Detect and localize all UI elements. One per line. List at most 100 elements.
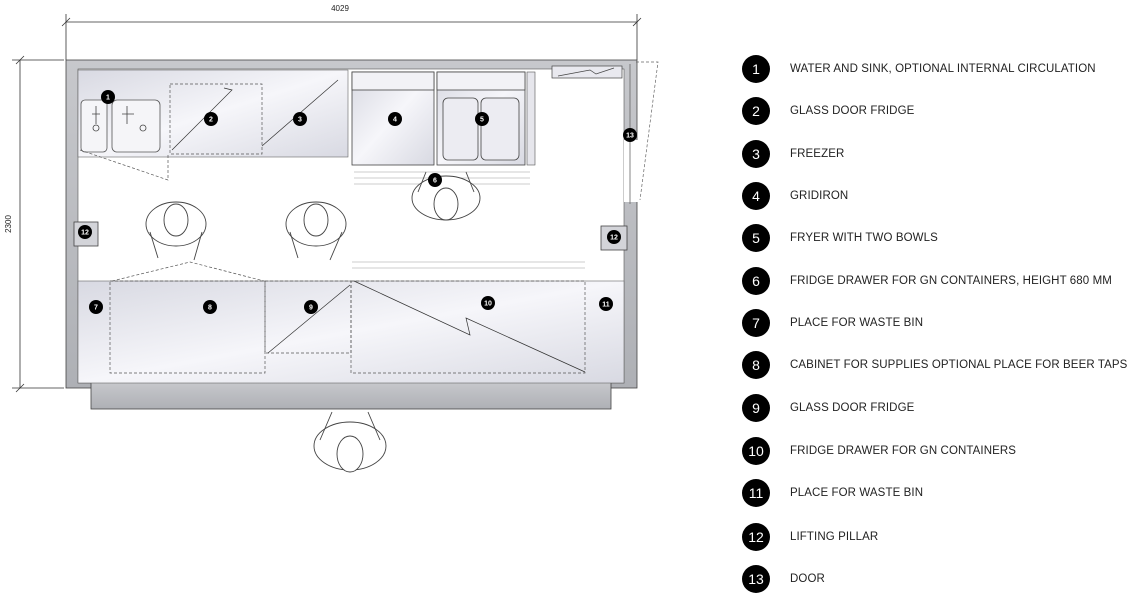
legend-label: CABINET FOR SUPPLIES OPTIONAL PLACE FOR …	[790, 359, 1128, 371]
plan-marker-11: 11	[599, 297, 613, 311]
plan-marker-13: 13	[623, 128, 637, 142]
gn-drawer-outline	[350, 280, 586, 374]
door-swing	[636, 61, 659, 201]
width-dimension-label: 4029	[331, 4, 349, 13]
gridiron-top	[351, 71, 435, 91]
faucet-icon	[122, 106, 134, 124]
legend-item: 12 LIFTING PILLAR	[742, 522, 878, 552]
service-step	[90, 381, 612, 410]
sink-large	[111, 99, 161, 153]
fryer-bowl-left	[442, 97, 479, 161]
plan-marker-9: 9	[304, 300, 318, 314]
legend-item: 8 CABINET FOR SUPPLIES OPTIONAL PLACE FO…	[742, 350, 1127, 380]
legend-number-badge: 1	[742, 55, 770, 83]
svg-text:12: 12	[81, 230, 89, 237]
legend-item: 10 FRIDGE DRAWER FOR GN CONTAINERS	[742, 436, 1016, 466]
svg-text:4: 4	[393, 117, 397, 124]
person-icon	[285, 201, 347, 261]
plan-marker-8: 8	[203, 300, 217, 314]
legend-item: 5 FRYER WITH TWO BOWLS	[742, 223, 938, 253]
legend-item: 11 PLACE FOR WASTE BIN	[742, 478, 923, 508]
svg-text:1: 1	[106, 95, 110, 102]
svg-text:10: 10	[484, 301, 492, 308]
fryer-bowl-right	[480, 97, 520, 161]
height-dimension-label: 2300	[4, 215, 13, 233]
legend-number-badge: 13	[742, 565, 770, 593]
svg-text:3: 3	[298, 117, 302, 124]
faucet-icon	[92, 106, 100, 124]
svg-text:2: 2	[209, 117, 213, 124]
drawer-outline	[79, 149, 169, 181]
glass-door-fridge-outline	[169, 83, 263, 155]
legend-label: FRYER WITH TWO BOWLS	[790, 232, 938, 244]
plan-marker-4: 4	[388, 112, 402, 126]
legend-number-badge: 5	[742, 224, 770, 252]
plan-marker-12: 12	[607, 230, 621, 244]
legend-label: GLASS DOOR FRIDGE	[790, 402, 915, 414]
door-arc	[171, 87, 233, 151]
svg-text:5: 5	[480, 117, 484, 124]
legend-number-badge: 2	[742, 97, 770, 125]
legend-number-badge: 8	[742, 351, 770, 379]
counter-edge-lines	[352, 261, 585, 269]
plan-marker-1: 1	[101, 90, 115, 104]
legend-label: DOOR	[790, 573, 825, 585]
drain-icon	[92, 124, 100, 132]
legend-number-badge: 7	[742, 309, 770, 337]
legend-number-badge: 10	[742, 437, 770, 465]
legend-item: 13 DOOR	[742, 564, 825, 594]
legend-number-badge: 11	[742, 479, 770, 507]
svg-text:13: 13	[626, 133, 634, 140]
vent	[551, 65, 623, 79]
floor-plan: 4029 2300	[4, 4, 659, 473]
plan-marker-6: 6	[428, 173, 442, 187]
fryer-top	[436, 71, 526, 91]
legend-number-badge: 12	[742, 523, 770, 551]
legend-label: PLACE FOR WASTE BIN	[790, 487, 924, 499]
legend-label: WATER AND SINK, OPTIONAL INTERNAL CIRCUL…	[790, 63, 1096, 75]
legend-number-badge: 3	[742, 140, 770, 168]
svg-text:11: 11	[602, 302, 610, 309]
person-icon	[313, 411, 387, 473]
svg-text:12: 12	[610, 235, 618, 242]
legend-label: PLACE FOR WASTE BIN	[790, 317, 924, 329]
legend-label: GRIDIRON	[790, 190, 849, 202]
legend-number-badge: 4	[742, 182, 770, 210]
legend-item: 3 FREEZER	[742, 139, 844, 169]
svg-text:7: 7	[94, 305, 98, 312]
legend-label: FRIDGE DRAWER FOR GN CONTAINERS	[790, 445, 1017, 457]
plan-marker-7: 7	[89, 300, 103, 314]
drain-icon	[139, 124, 147, 132]
legend-item: 2 GLASS DOOR FRIDGE	[742, 96, 914, 126]
plan-marker-12: 12	[78, 225, 92, 239]
drawer-arc	[353, 280, 586, 373]
svg-text:8: 8	[208, 305, 212, 312]
door-arc	[267, 284, 351, 354]
vent-mark	[557, 67, 615, 77]
plan-marker-5: 5	[475, 112, 489, 126]
legend-label: FRIDGE DRAWER FOR GN CONTAINERS, HEIGHT …	[790, 275, 1112, 287]
legend-label: LIFTING PILLAR	[790, 531, 879, 543]
legend-item: 1 WATER AND SINK, OPTIONAL INTERNAL CIRC…	[742, 54, 1096, 84]
legend-item: 6 FRIDGE DRAWER FOR GN CONTAINERS, HEIGH…	[742, 266, 1112, 296]
svg-text:6: 6	[433, 178, 437, 185]
legend-number-badge: 6	[742, 267, 770, 295]
legend-number-badge: 9	[742, 394, 770, 422]
person-icon	[145, 201, 207, 261]
person-icon	[411, 171, 481, 221]
plan-marker-10: 10	[481, 296, 495, 310]
legend-label: FREEZER	[790, 148, 845, 160]
width-dimension: 4029	[61, 4, 642, 60]
legend-item: 9 GLASS DOOR FRIDGE	[742, 393, 914, 423]
legend-label: GLASS DOOR FRIDGE	[790, 105, 915, 117]
svg-text:9: 9	[309, 305, 313, 312]
cabinet-swing	[111, 261, 265, 282]
height-dimension: 2300	[4, 55, 64, 393]
fryer-side	[526, 71, 536, 166]
legend-item: 7 PLACE FOR WASTE BIN	[742, 308, 923, 338]
plan-marker-3: 3	[293, 112, 307, 126]
plan-marker-2: 2	[204, 112, 218, 126]
door-opening	[624, 140, 638, 202]
legend-item: 4 GRIDIRON	[742, 181, 848, 211]
